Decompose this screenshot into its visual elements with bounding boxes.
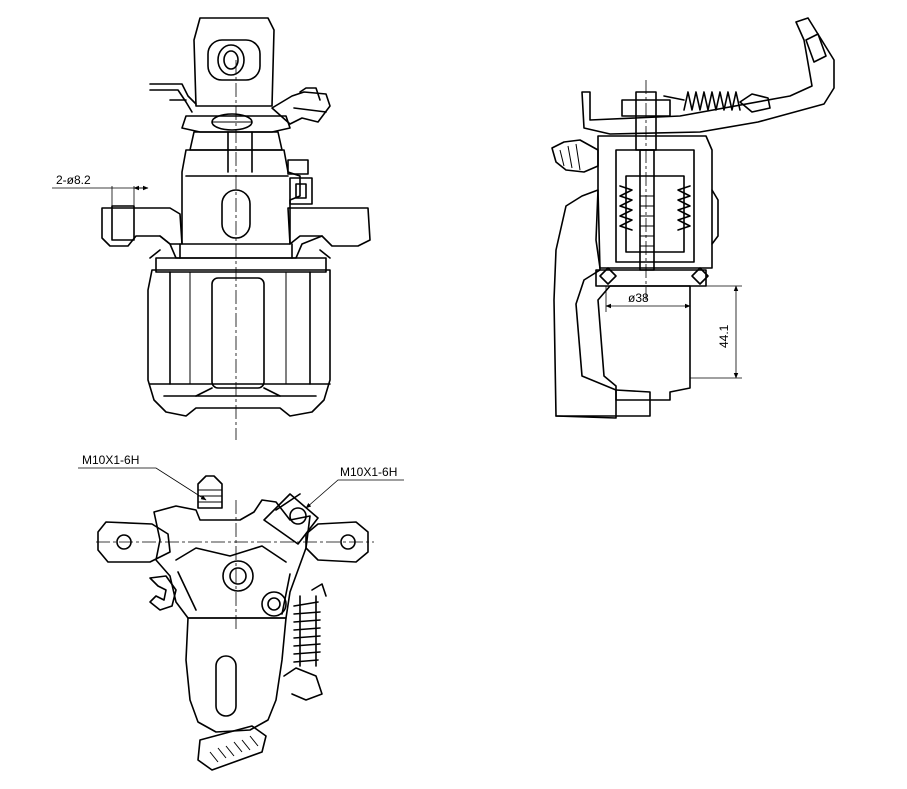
- side-spring: [293, 583, 327, 667]
- section-view: ø38 44.1: [551, 17, 835, 419]
- front-view: 2-ø8.2: [52, 17, 371, 440]
- piston-depth-label: 44.1: [717, 324, 731, 348]
- bleed-fitting: [197, 475, 223, 509]
- lever-spring: [663, 91, 771, 113]
- thread-left-label: M10X1-6H: [82, 453, 139, 467]
- piston-diameter-label: ø38: [628, 291, 649, 305]
- inner-spring: [619, 185, 691, 231]
- hole-diameter-label: 2-ø8.2: [56, 173, 91, 187]
- top-view: M10X1-6H M10X1-6H: [78, 453, 404, 771]
- thread-right-label: M10X1-6H: [340, 465, 397, 479]
